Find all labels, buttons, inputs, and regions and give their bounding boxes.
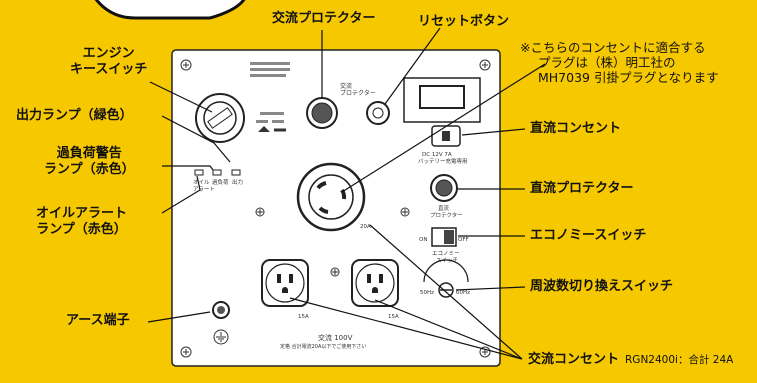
lamp-overload-text: 過負荷: [212, 178, 229, 186]
lamp-oil-text: オイル: [193, 179, 210, 186]
lamp-overload: [212, 169, 222, 176]
speech-bubble-fragment: [94, 0, 246, 20]
freq-60hz: 60Hz: [456, 290, 470, 296]
freq-50hz: 50Hz: [420, 290, 434, 296]
overload-lamp-label: 過負荷警告 ランプ（赤色）: [44, 146, 135, 177]
economy-label: エコノミー: [432, 250, 460, 257]
ac-protector[interactable]: [306, 97, 338, 129]
dc-protector-label: 直流: [438, 204, 450, 212]
dc-outlet[interactable]: [431, 125, 461, 147]
dc-outlet-spec: DC 12V 7A: [422, 152, 452, 158]
screw-icon: [180, 346, 192, 358]
lamp-output-text: 出力: [232, 178, 243, 186]
screw-icon: [180, 59, 192, 71]
ac-rating-note: 定格 合計電流20A以下でご使用下さい: [280, 343, 366, 350]
screw-icon: [479, 346, 491, 358]
dc-outlet-cover: [403, 77, 481, 123]
economy-switch-label: エコノミースイッチ: [530, 228, 647, 243]
ac-protector-tag-sub: プロテクター: [340, 89, 376, 97]
dc-protector-sub: プロテクター: [430, 211, 463, 219]
twist-lock-outlet[interactable]: [296, 162, 366, 232]
oil-alert-lamp-label: オイルアラート ランプ（赤色）: [36, 206, 128, 237]
economy-off: OFF: [458, 237, 469, 243]
lamp-oil-alert: [194, 169, 204, 176]
reset-button[interactable]: [366, 101, 390, 125]
screw-icon: [255, 207, 265, 217]
panel-fine-print: [250, 62, 290, 123]
dc-protector[interactable]: [430, 174, 458, 202]
output-lamp-label: 出力ランプ（緑色）: [16, 108, 133, 123]
ac-protector-tag: 交流: [340, 82, 352, 90]
engine-key-switch[interactable]: [195, 93, 245, 143]
ac-outlet-right[interactable]: [351, 259, 399, 307]
reset-button-label: リセットボタン: [418, 14, 510, 29]
dc-protector-label: 直流プロテクター: [530, 181, 634, 196]
leader-lines: [147, 27, 546, 360]
economy-switch[interactable]: [431, 227, 457, 247]
lamp-output: [231, 169, 241, 176]
earth-terminal-label: アース端子: [66, 313, 130, 328]
dc-outlet-label: 直流コンセント: [530, 121, 622, 136]
screw-icon: [479, 59, 491, 71]
lamp-alert-text: アラート: [193, 186, 215, 193]
frequency-switch-label: 周波数切り換えスイッチ: [530, 279, 674, 294]
frequency-switch[interactable]: [423, 259, 469, 298]
ac-outlet-model: RGN2400i：合計 24A: [625, 354, 734, 366]
twist-outlet-amp: 20A: [360, 224, 371, 230]
screw-icon: [330, 267, 340, 277]
ac-protector-label: 交流プロテクター: [272, 11, 376, 26]
earth-terminal[interactable]: [212, 301, 230, 319]
ground-symbol-icon: [213, 329, 229, 345]
dc-outlet-sub: バッテリー充電専用: [418, 157, 468, 165]
ac-outlet-right-amp: 15A: [388, 314, 399, 320]
engine-key-switch-label: エンジン キースイッチ: [70, 46, 148, 77]
ac-outlet-left[interactable]: [261, 259, 309, 307]
ac-voltage-text: 交流 100V: [318, 333, 353, 342]
economy-on: ON: [419, 237, 427, 243]
start-arrow-icon: [258, 126, 270, 132]
ac-outlet-left-amp: 15A: [298, 314, 309, 320]
plug-compatibility-note: ※こちらのコンセントに適合する プラグは（株）明工社の MH7039 引掛プラグ…: [520, 40, 719, 85]
screw-icon: [400, 207, 410, 217]
